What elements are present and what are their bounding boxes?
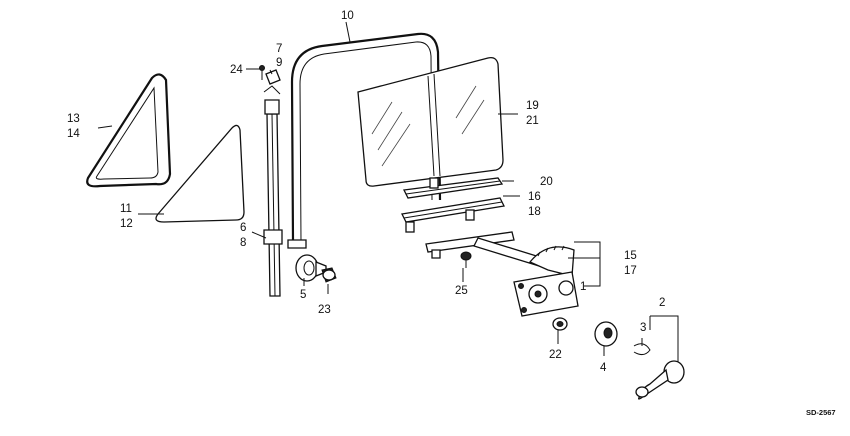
callout-18: 18 <box>528 206 541 218</box>
callout-25: 25 <box>455 285 468 297</box>
callout-19: 19 <box>526 100 539 112</box>
bolt-22 <box>552 317 568 331</box>
bolt-25 <box>460 251 472 268</box>
callout-22: 22 <box>549 349 562 361</box>
roller-assembly <box>295 254 337 283</box>
callout-13: 13 <box>67 113 80 125</box>
callout-17: 17 <box>624 265 637 277</box>
window-crank-handle <box>635 360 685 400</box>
escutcheon-washer <box>594 321 618 347</box>
channel-clip <box>259 65 281 85</box>
callout-15: 15 <box>624 250 637 262</box>
handle-clip <box>633 343 651 356</box>
callout-2: 2 <box>659 297 665 309</box>
glass-bottom-channel <box>403 177 504 199</box>
callout-8: 8 <box>240 237 246 249</box>
callout-7: 7 <box>276 43 282 55</box>
callout-14: 14 <box>67 128 80 140</box>
leader-lines <box>97 21 679 362</box>
callout-24: 24 <box>230 64 243 76</box>
diagram-code: SD-2567 <box>806 408 836 417</box>
callout-9: 9 <box>276 57 282 69</box>
callout-23: 23 <box>318 304 331 316</box>
sash-channel <box>401 197 505 233</box>
callout-labels: 10 7 9 24 13 14 11 12 6 8 5 23 19 21 20 … <box>67 10 665 374</box>
callout-1: 1 <box>580 281 586 293</box>
door-glass <box>357 56 504 187</box>
quarter-glass <box>155 124 245 223</box>
callout-6: 6 <box>240 222 246 234</box>
callout-12: 12 <box>120 218 133 230</box>
callout-10: 10 <box>341 10 354 22</box>
callout-11: 11 <box>120 203 132 215</box>
division-channel <box>263 85 283 297</box>
callout-3: 3 <box>640 322 646 334</box>
callout-4: 4 <box>600 362 607 374</box>
window-regulator <box>425 231 579 317</box>
quarter-window-weatherstrip <box>86 73 172 188</box>
callout-5: 5 <box>300 289 306 301</box>
callout-21: 21 <box>526 115 539 127</box>
callout-20: 20 <box>540 176 553 188</box>
callout-16: 16 <box>528 191 541 203</box>
